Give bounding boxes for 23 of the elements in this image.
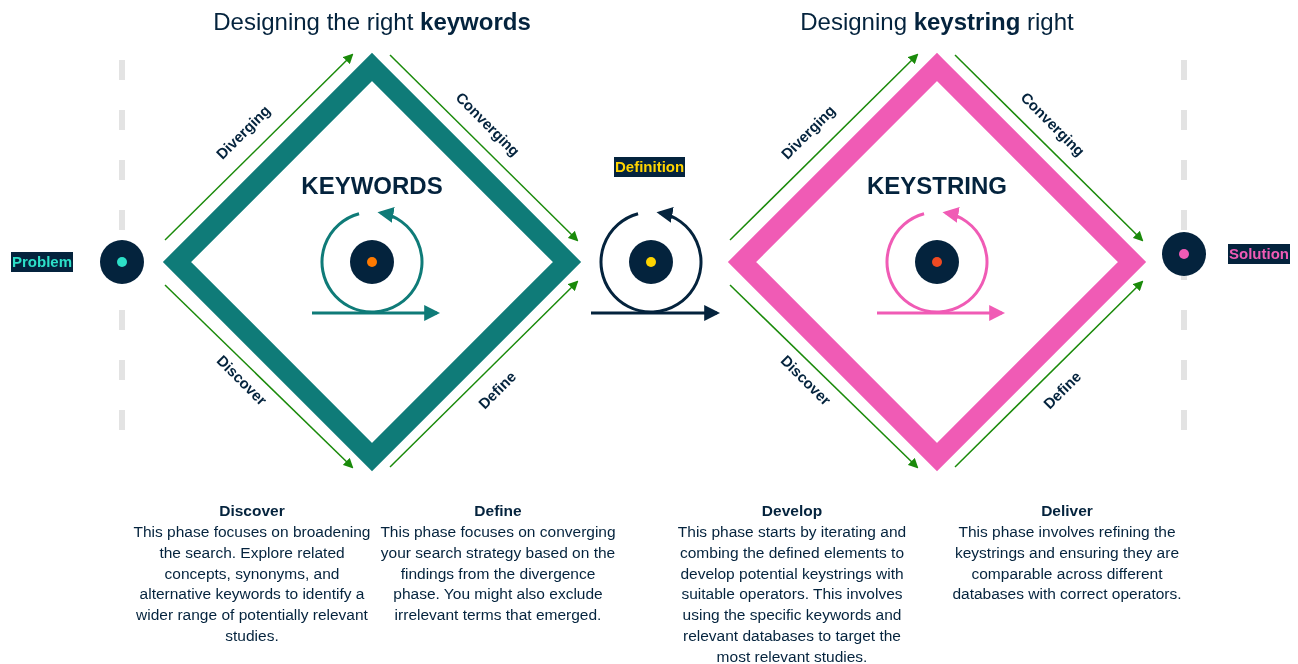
arrow (729, 53, 919, 241)
phase-heading: Define (473, 501, 523, 521)
phase-description: This phase starts by iterating and combing the defined elements to develop potential keystrings with suitable operators. This involves using the specific keywords and relevant databases to target the most relevant studies. (676, 522, 908, 664)
phase-heading: Develop (760, 501, 824, 521)
arrow (729, 284, 919, 469)
phase-description: This phase focuses on broadening the search. Explore related concepts, synonyms, and alternative keywords to identify a wider range of potentially relevant studies. (132, 522, 372, 646)
diamond-title: KEYWORDS (300, 172, 444, 200)
diamond-title: KEYSTRING (866, 172, 1008, 200)
arrow (389, 54, 579, 242)
stage-label: Solution (1228, 244, 1290, 264)
stage-label: Problem (11, 252, 73, 272)
section-heading: Designing the right keywords (212, 8, 532, 36)
stage-label: Definition (614, 157, 686, 177)
phase-description: This phase focuses on converging your search strategy based on the findings from the divergence phase. You might also exclude irrelevant terms that emerged. (379, 522, 617, 626)
arrow (164, 284, 354, 469)
arrow (954, 54, 1144, 242)
phase-heading: Deliver (1040, 501, 1094, 521)
phase-description: This phase involves refining the keystrings and ensuring they are comparable across different databases with correct operators. (951, 522, 1183, 605)
section-heading: Designing keystring right (799, 8, 1075, 36)
phase-heading: Discover (218, 501, 286, 521)
arrow (164, 53, 354, 241)
arrow (954, 280, 1144, 468)
arrow (389, 280, 579, 468)
